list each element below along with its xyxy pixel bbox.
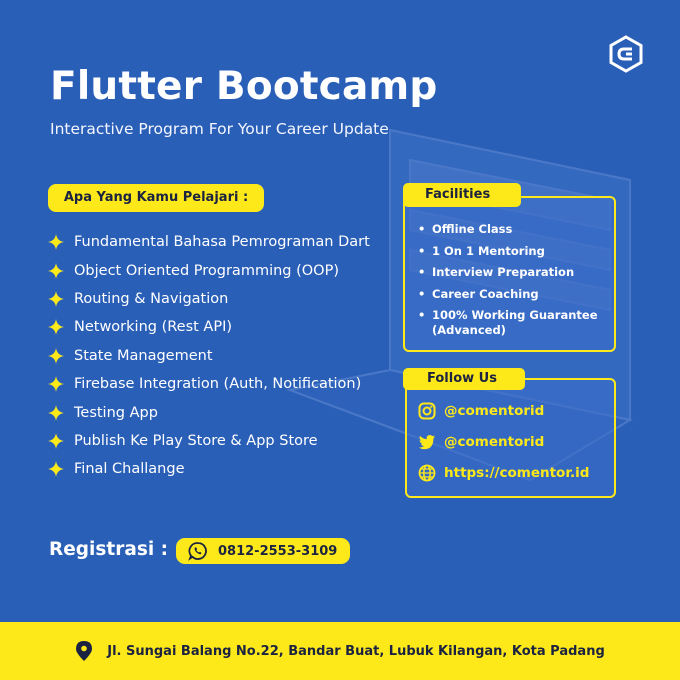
sparkle-icon	[48, 461, 64, 478]
sparkle-icon	[48, 234, 64, 251]
page-subtitle: Interactive Program For Your Career Upda…	[50, 120, 389, 138]
facility-item: Interview Preparation	[418, 265, 610, 280]
location-pin-icon	[76, 641, 93, 661]
list-item: Testing App	[48, 398, 408, 426]
list-item: Networking (Rest API)	[48, 313, 408, 341]
topic-label: Networking (Rest API)	[74, 319, 233, 336]
website-link[interactable]: https://comentor.id	[418, 464, 589, 482]
list-item: Publish Ke Play Store & App Store	[48, 427, 408, 455]
page-title: Flutter Bootcamp	[50, 64, 438, 109]
website-url: https://comentor.id	[444, 465, 590, 481]
facility-item: Career Coaching	[418, 287, 610, 302]
list-item: State Management	[48, 342, 408, 370]
twitter-icon	[418, 435, 435, 450]
instagram-icon	[418, 402, 436, 420]
topic-label: Fundamental Bahasa Pemrograman Dart	[74, 234, 370, 251]
list-item: Final Challange	[48, 455, 408, 483]
instagram-handle: @comentorid	[444, 403, 545, 419]
learn-heading-badge: Apa Yang Kamu Pelajari :	[48, 184, 264, 212]
facility-item: 100% Working Guarantee (Advanced)	[418, 308, 610, 337]
topic-label: State Management	[74, 347, 213, 364]
list-item: Firebase Integration (Auth, Notification…	[48, 370, 408, 398]
list-item: Fundamental Bahasa Pemrograman Dart	[48, 228, 408, 256]
facility-item: 1 On 1 Mentoring	[418, 244, 610, 259]
facilities-list: Offline Class 1 On 1 Mentoring Interview…	[418, 222, 610, 344]
comentor-logo-icon	[609, 35, 643, 73]
whatsapp-contact-button[interactable]: 0812-2553-3109	[176, 538, 350, 564]
instagram-link[interactable]: @comentorid	[418, 402, 544, 420]
sparkle-icon	[48, 347, 64, 364]
topic-label: Publish Ke Play Store & App Store	[74, 432, 318, 449]
list-item: Routing & Navigation	[48, 285, 408, 313]
globe-icon	[418, 464, 436, 482]
sparkle-icon	[48, 432, 64, 449]
topic-label: Routing & Navigation	[74, 290, 229, 307]
twitter-handle: @comentorid	[444, 434, 545, 450]
sparkle-icon	[48, 376, 64, 393]
sparkle-icon	[48, 290, 64, 307]
phone-number: 0812-2553-3109	[218, 543, 338, 559]
list-item: Object Oriented Programming (OOP)	[48, 256, 408, 284]
facilities-badge: Facilities	[403, 183, 521, 207]
twitter-link[interactable]: @comentorid	[418, 433, 544, 451]
follow-badge: Follow Us	[403, 368, 525, 390]
facility-item: Offline Class	[418, 222, 610, 237]
whatsapp-icon	[188, 542, 207, 561]
learn-topic-list: Fundamental Bahasa Pemrograman Dart Obje…	[48, 228, 408, 484]
address-text: Jl. Sungai Balang No.22, Bandar Buat, Lu…	[107, 643, 605, 659]
sparkle-icon	[48, 319, 64, 336]
topic-label: Firebase Integration (Auth, Notification…	[74, 376, 362, 393]
sparkle-icon	[48, 404, 64, 421]
topic-label: Testing App	[74, 404, 158, 421]
topic-label: Object Oriented Programming (OOP)	[74, 262, 339, 279]
topic-label: Final Challange	[74, 461, 185, 478]
address-footer: Jl. Sungai Balang No.22, Bandar Buat, Lu…	[0, 622, 680, 680]
sparkle-icon	[48, 262, 64, 279]
registration-label: Registrasi :	[49, 539, 169, 560]
